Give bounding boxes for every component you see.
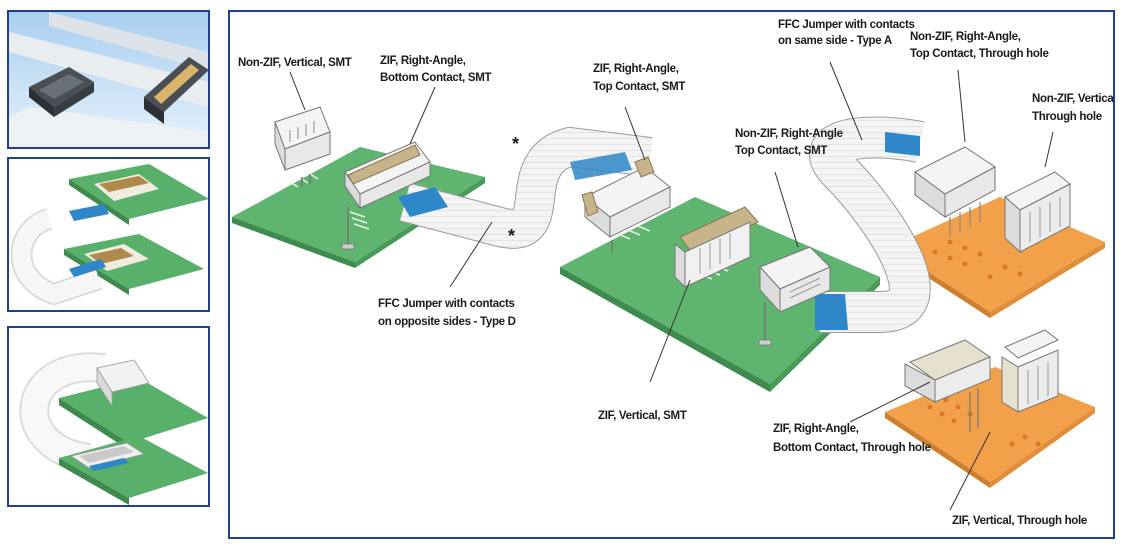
connector-non-zif-vertical-th	[1004, 171, 1071, 254]
connector-zif-right-angle-top-smt	[581, 156, 671, 252]
label-zif-right-angle-bottom-smt: ZIF, Right-Angle, Bottom Contact, SMT	[380, 55, 491, 84]
connector-non-zif-right-angle-top-th	[914, 146, 996, 237]
label-non-zif-right-angle-top-th: Non-ZIF, Right-Angle, Top Contact, Throu…	[910, 31, 1049, 60]
through-hole-pads	[927, 239, 1041, 447]
connector-zif-right-angle-bottom-smt	[341, 141, 431, 250]
label-ffc-jumper-type-d: FFC Jumper with contacts on opposite sid…	[378, 298, 518, 328]
label-non-zif-right-angle-top-smt: Non-ZIF, Right-Angle Top Contact, SMT	[735, 128, 846, 157]
ffc-connector-overview-diagram: * * Non-ZIF, Vertical, SMT ZIF, Right-An…	[228, 10, 1115, 539]
label-zif-right-angle-top-smt: ZIF, Right-Angle, Top Contact, SMT	[593, 63, 685, 93]
thumbnail-stacked-boards-ffc	[7, 157, 210, 312]
photo-connector-right	[144, 57, 208, 124]
photo-connector-left	[29, 67, 94, 117]
label-non-zif-vertical-smt: Non-ZIF, Vertical, SMT	[238, 57, 352, 69]
thumbnail-stacked-boards-vertical	[7, 326, 210, 507]
ffc-jumper-type-d	[398, 126, 653, 249]
connector-non-zif-vertical-smt	[274, 106, 331, 187]
connector-zif-right-angle-bottom-th	[904, 339, 992, 432]
label-non-zif-vertical-th: Non-ZIF, Vertical, Through hole	[1032, 93, 1113, 123]
connector-non-zif-right-angle-top-smt	[758, 246, 831, 346]
thumbnail-photo-connectors	[7, 10, 210, 149]
connector-zif-vertical-th	[1001, 329, 1059, 413]
label-zif-vertical-th: ZIF, Vertical, Through hole	[952, 515, 1087, 527]
ffc-jumper-type-a	[809, 116, 931, 333]
asterisk-top: *	[512, 134, 519, 154]
leader-lines	[289, 61, 1054, 511]
label-zif-vertical-smt: ZIF, Vertical, SMT	[598, 410, 687, 422]
label-ffc-jumper-type-a: FFC Jumper with contacts on same side - …	[778, 19, 918, 47]
label-zif-right-angle-bottom-th: ZIF, Right-Angle, Bottom Contact, Throug…	[773, 423, 931, 454]
asterisk-bottom: *	[508, 226, 515, 246]
connector-zif-vertical-smt	[674, 206, 759, 289]
